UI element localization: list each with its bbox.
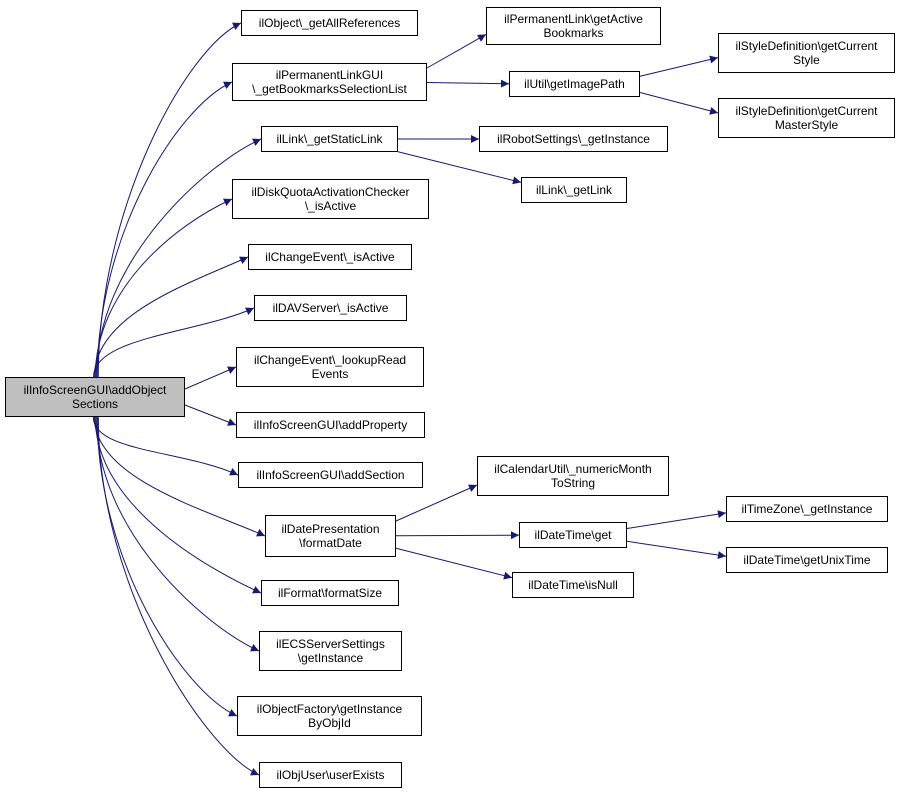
node-label: ilChangeEvent\_isActive: [265, 250, 395, 264]
graph-node[interactable]: ilObjUser\userExists: [259, 762, 402, 788]
node-label: \getInstance: [297, 651, 364, 665]
graph-node[interactable]: ilChangeEvent\_isActive: [248, 244, 412, 270]
node-label: ilDateTime\isNull: [528, 578, 618, 592]
edge-root-n11: [94, 416, 262, 594]
edge-n16-n23: [639, 92, 719, 115]
node-label: ilPermanentLink\getActive: [504, 12, 643, 26]
node-label: Style: [793, 53, 820, 67]
node-label: ilCalendarUtil\_numericMonth: [494, 462, 652, 476]
node-label: ilInfoScreenGUI\addSection: [256, 468, 405, 482]
graph-node[interactable]: ilDateTime\getUnixTime: [726, 547, 888, 573]
edge-n10-n20: [395, 531, 520, 540]
node-label: ilTimeZone\_getInstance: [741, 502, 873, 516]
node-label: ilInfoScreenGUI\addObject: [23, 383, 167, 397]
node-label: ilRobotSettings\_getInstance: [497, 132, 650, 146]
edge-root-n5: [93, 256, 249, 378]
node-label: ilDateTime\getUnixTime: [743, 553, 871, 567]
node-label: Sections: [71, 397, 119, 411]
graph-node[interactable]: ilRobotSettings\_getInstance: [479, 126, 668, 152]
node-label: ilUtil\getImagePath: [524, 77, 625, 91]
graph-node[interactable]: ilDateTime\isNull: [512, 572, 634, 598]
edge-root-n9: [92, 416, 239, 476]
node-label: MasterStyle: [774, 118, 839, 132]
node-label: ilLink\_getLink: [535, 183, 613, 197]
node-label: ilObject\_getAllReferences: [258, 16, 401, 30]
node-label: ilECSServerSettings: [276, 637, 385, 651]
edge-root-n4: [94, 198, 233, 378]
graph-node[interactable]: ilObject\_getAllReferences: [241, 10, 418, 36]
edge-n3-n18: [397, 151, 522, 185]
node-label: ilInfoScreenGUI\addProperty: [253, 418, 408, 432]
edge-root-n14: [97, 416, 260, 776]
node-label: Events: [311, 367, 349, 381]
edge-root-n7: [184, 366, 237, 390]
edge-n2-n16: [426, 79, 510, 88]
graph-node[interactable]: ilFormat\formatSize: [261, 580, 399, 606]
graph-node[interactable]: ilLink\_getLink: [521, 177, 627, 203]
graph-node[interactable]: ilLink\_getStaticLink: [261, 126, 398, 152]
edge-n2-n15: [426, 33, 487, 69]
graph-node[interactable]: ilUtil\getImagePath: [509, 71, 640, 97]
node-label: ilFormat\formatSize: [277, 586, 383, 600]
node-label: ilStyleDefinition\getCurrent: [735, 39, 878, 53]
node-label: ilLink\_getStaticLink: [276, 132, 383, 146]
node-label: ilDiskQuotaActivationChecker: [251, 185, 410, 199]
node-label: Bookmarks: [543, 26, 604, 40]
node-label: ilChangeEvent\_lookupRead: [253, 353, 407, 367]
node-label: ilDateTime\get: [534, 528, 612, 542]
edge-root-n13: [96, 416, 238, 717]
node-label: ilObjUser\userExists: [276, 768, 385, 782]
edge-root-n10: [93, 416, 266, 537]
node-label: ToString: [550, 476, 596, 490]
edge-root-n1: [97, 22, 242, 378]
graph-node[interactable]: ilInfoScreenGUI\addSection: [238, 462, 423, 488]
edge-root-n6: [92, 307, 255, 378]
node-label: \formatDate: [299, 536, 362, 550]
edge-n10-n21: [395, 547, 513, 580]
edge-n20-n25: [626, 540, 727, 560]
node-label: ilDAVServer\_isActive: [272, 301, 389, 315]
edge-root-n3: [95, 138, 262, 378]
graph-node[interactable]: ilDAVServer\_isActive: [254, 295, 407, 321]
node-label: ilStyleDefinition\getCurrent: [735, 104, 878, 118]
edge-root-n8: [184, 404, 237, 426]
graph-node[interactable]: ilTimeZone\_getInstance: [726, 496, 888, 522]
graph-node[interactable]: ilPermanentLinkGUI\_getBookmarksSelectio…: [232, 63, 427, 101]
edge-root-n2: [96, 81, 233, 378]
graph-node[interactable]: ilDateTime\get: [519, 522, 627, 548]
edge-n10-n19: [395, 484, 478, 522]
edge-n16-n22: [639, 55, 719, 77]
node-label: \_getBookmarksSelectionList: [252, 82, 407, 96]
graph-node[interactable]: ilDiskQuotaActivationChecker\_isActive: [232, 179, 429, 219]
node-label: ilObjectFactory\getInstance: [256, 702, 403, 716]
node-label: ilPermanentLinkGUI: [275, 68, 384, 82]
node-label: \_isActive: [304, 199, 357, 213]
node-label: ByObjId: [308, 716, 351, 730]
graph-node[interactable]: ilInfoScreenGUI\addProperty: [236, 412, 425, 438]
node-label: ilDatePresentation: [281, 522, 380, 536]
graph-node[interactable]: ilECSServerSettings\getInstance: [259, 631, 402, 671]
edge-root-n12: [95, 416, 260, 652]
graph-node[interactable]: ilDatePresentation\formatDate: [265, 515, 396, 557]
edge-n20-n24: [626, 510, 727, 529]
